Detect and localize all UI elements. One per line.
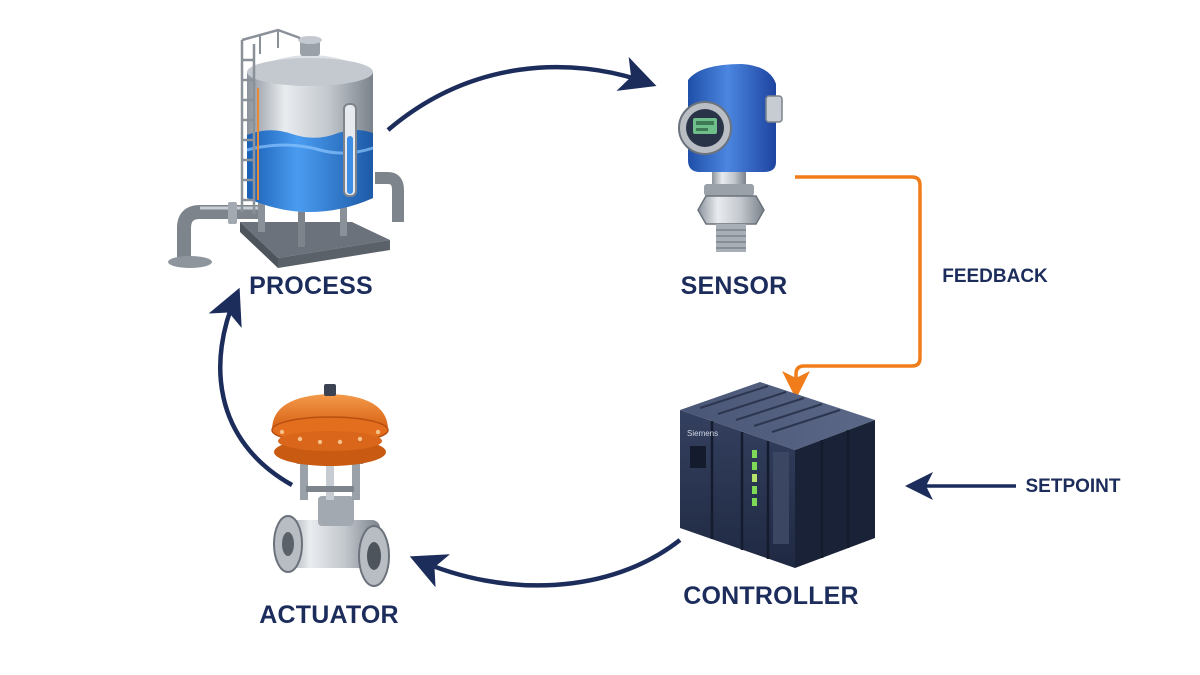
sensor-label: SENSOR xyxy=(680,272,788,300)
controller-label: CONTROLLER xyxy=(683,582,859,610)
status-leds xyxy=(752,450,757,506)
controller-to-actuator-arrow xyxy=(409,538,682,588)
feedback-arrow xyxy=(782,175,922,399)
feedback-label: FEEDBACK xyxy=(942,266,1048,287)
process-label: PROCESS xyxy=(249,272,373,300)
controller-brand-text: Siemens xyxy=(687,429,718,438)
pressure-transmitter-icon xyxy=(678,64,783,252)
process-to-sensor-arrow xyxy=(386,56,657,132)
storage-tank-icon xyxy=(168,28,404,268)
plc-controller-icon: Siemens xyxy=(680,382,875,568)
setpoint-label: SETPOINT xyxy=(1025,476,1121,497)
actuator-label: ACTUATOR xyxy=(259,601,399,629)
control-valve-icon xyxy=(271,384,390,587)
actuator-to-process-arrow xyxy=(208,287,294,487)
